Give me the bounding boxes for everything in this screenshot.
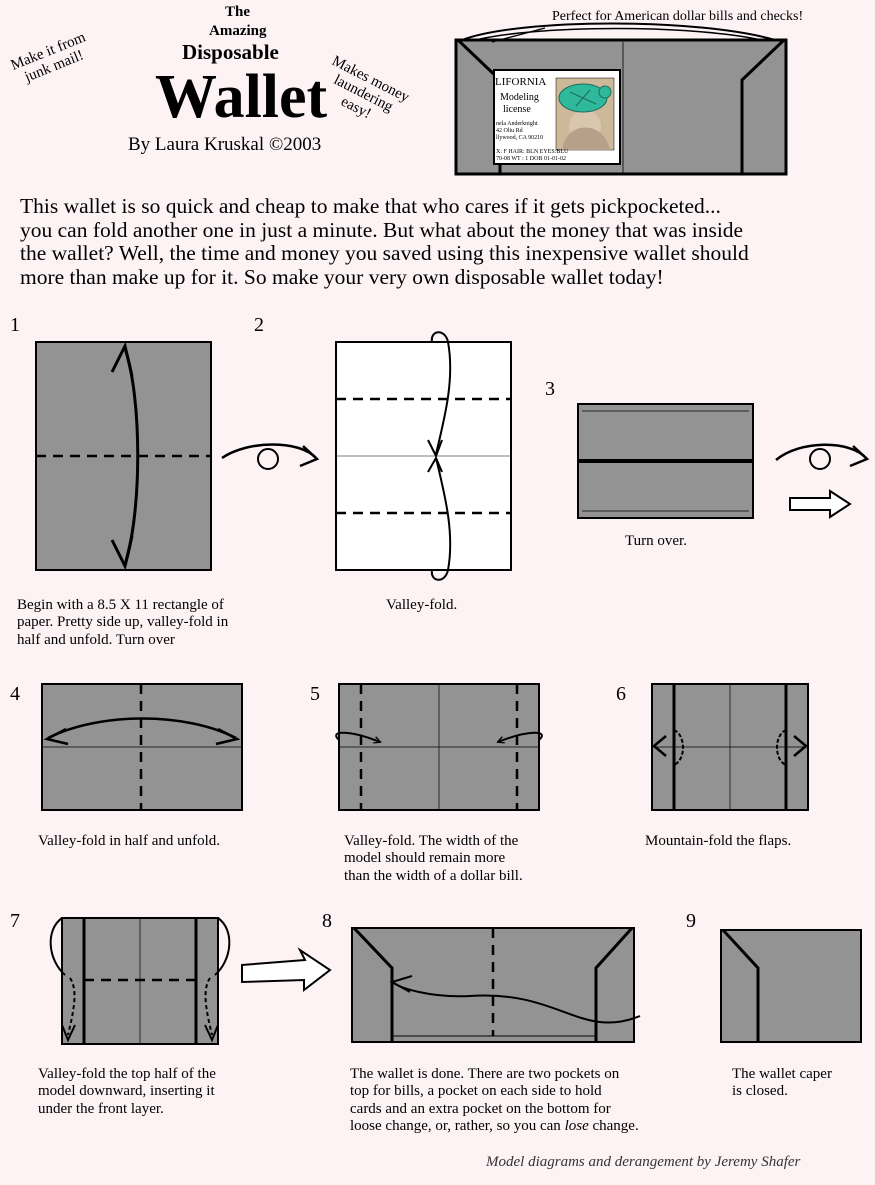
step7-diagram <box>49 917 332 1045</box>
caption-emphasis: lose <box>564 1117 589 1134</box>
license-addr1: 42 Oliu Rd <box>496 128 523 134</box>
credit-line: Model diagrams and derangement by Jeremy… <box>486 1154 801 1170</box>
step-number: 6 <box>616 683 626 705</box>
caption-line: The wallet caper <box>732 1066 832 1082</box>
turn-over-icon <box>221 443 320 470</box>
step-number: 9 <box>686 910 696 932</box>
step-number: 4 <box>10 683 20 705</box>
intro-line: This wallet is so quick and cheap to mak… <box>20 194 721 218</box>
license-line1: Modeling <box>500 92 539 103</box>
caption-line: model should remain more <box>344 850 506 867</box>
step1-diagram <box>35 341 212 571</box>
caption-line: Valley-fold in half and unfold. <box>38 833 221 849</box>
caption-line: paper. Pretty side up, valley-fold in <box>17 614 229 631</box>
step5-diagram <box>335 683 543 811</box>
caption-line: is closed. <box>732 1083 788 1100</box>
step-caption: Mountain-fold the flaps. <box>645 833 791 850</box>
step-number: 7 <box>10 910 20 932</box>
intro-line: the wallet? Well, the time and money you… <box>20 241 749 266</box>
step-number: 1 <box>10 314 20 336</box>
step-caption: The wallet is done. There are two pocket… <box>350 1066 639 1135</box>
step-caption: Turn over. <box>625 533 687 550</box>
perfect-note: Perfect for American dollar bills and ch… <box>552 9 804 24</box>
caption-line: model downward, inserting it <box>38 1083 215 1100</box>
step6-diagram <box>651 683 809 811</box>
step-caption: Valley-fold. <box>386 597 457 614</box>
caption-line: cards and an extra pocket on the bottom … <box>350 1100 611 1117</box>
caption-line: Mountain-fold the flaps. <box>645 833 792 849</box>
caption-line: Turn over. <box>625 533 687 549</box>
step-number: 2 <box>254 314 264 336</box>
step-number: 8 <box>322 910 332 932</box>
license-addr2: llywood, CA 90210 <box>496 135 543 141</box>
caption-line: Valley-fold. <box>386 597 458 613</box>
caption-line: Valley-fold. The width of the <box>344 833 519 849</box>
caption-line: under the front layer. <box>38 1100 164 1117</box>
step3-diagram <box>577 403 870 519</box>
byline: By Laura Kruskal ©2003 <box>128 134 322 155</box>
step-caption: Valley-fold the top half of the model do… <box>38 1066 216 1118</box>
caption-text: loose change, or, rather, so you can <box>350 1117 565 1134</box>
step2-diagram <box>335 331 512 581</box>
title-disposable: Disposable <box>182 40 279 64</box>
step9-diagram <box>720 928 862 1043</box>
step-number: 3 <box>545 378 555 400</box>
caption-line: top for bills, a pocket on each side to … <box>350 1083 602 1100</box>
step4-diagram <box>41 683 243 811</box>
step-caption: The wallet caper is closed. <box>732 1066 832 1101</box>
caption-line: than the width of a dollar bill. <box>344 867 523 884</box>
intro-line: more than make up for it. So make your v… <box>20 264 664 289</box>
license-name: nela Anderknight <box>496 121 538 127</box>
caption-line: Valley-fold the top half of the <box>38 1066 216 1082</box>
license-stats2: 70-08 WT : 1 DOB 01-01-02 <box>496 156 566 162</box>
caption-line: half and unfold. Turn over <box>17 631 175 648</box>
step8-diagram <box>351 926 641 1043</box>
license-line2: license <box>503 104 531 115</box>
license-stats1: X: F HAIR: BLN EYES:BLU <box>496 149 569 155</box>
title-amazing: Amazing <box>209 23 267 39</box>
caption-line: Begin with a 8.5 X 11 rectangle of <box>17 597 224 613</box>
hero-wallet: LIFORNIA Modeling license nela Anderknig… <box>454 22 788 176</box>
caption-line: The wallet is done. There are two pocket… <box>350 1066 620 1082</box>
step-caption: Valley-fold. The width of the model shou… <box>344 833 523 885</box>
caption-text: change. <box>588 1117 639 1134</box>
intro-line: you can fold another one in just a minut… <box>20 217 744 242</box>
intro-paragraph: This wallet is so quick and cheap to mak… <box>20 194 870 290</box>
step-number: 5 <box>310 683 320 705</box>
caption-line: loose change, or, rather, so you can los… <box>350 1118 639 1135</box>
title-the: The <box>225 4 251 20</box>
license-state: LIFORNIA <box>495 76 546 88</box>
step-caption: Begin with a 8.5 X 11 rectangle of paper… <box>17 597 228 649</box>
page-title: Wallet <box>155 63 328 131</box>
step-caption: Valley-fold in half and unfold. <box>38 833 220 850</box>
